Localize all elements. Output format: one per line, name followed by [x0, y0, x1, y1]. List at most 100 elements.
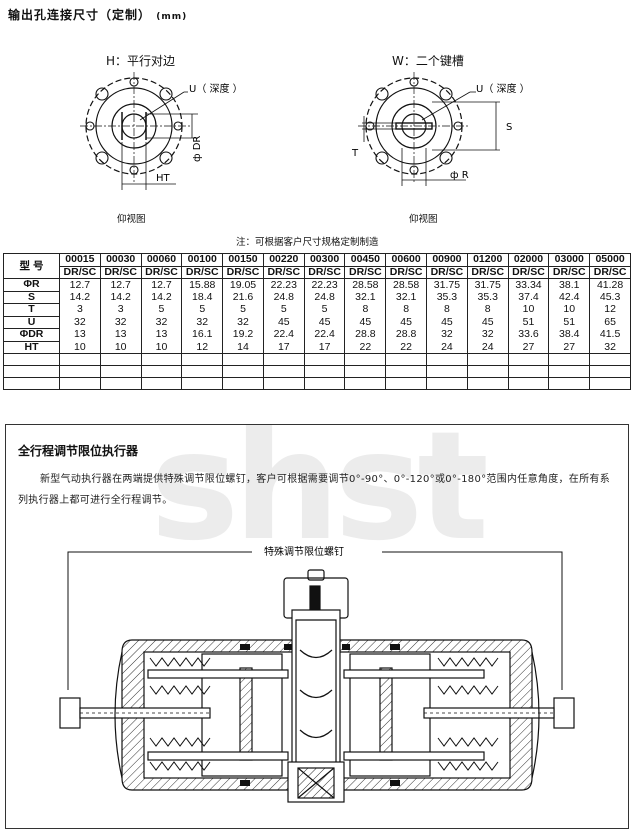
table-cell: 10 — [507, 303, 550, 316]
table-empty-cell — [507, 353, 550, 366]
table-empty-cell — [344, 365, 387, 378]
table-cell: 32 — [426, 328, 468, 341]
table-cell: 32 — [59, 316, 101, 329]
table-type-cell: DR/SC — [507, 265, 550, 279]
table-cell: 13 — [59, 328, 101, 341]
table-cell: 27 — [548, 341, 591, 354]
table-empty-cell — [59, 365, 101, 378]
table-empty-cell — [3, 353, 60, 366]
table-cell: 24 — [466, 341, 509, 354]
table-cell: 10 — [548, 303, 591, 316]
table-model-cell: 00450 — [344, 253, 387, 267]
table-model-cell: 01200 — [466, 253, 509, 267]
table-empty-cell — [507, 377, 550, 390]
left-caption: 仰视图 — [117, 214, 146, 225]
table-type-cell: DR/SC — [385, 265, 428, 279]
table-empty-cell — [589, 377, 631, 390]
table-empty-cell — [589, 353, 631, 366]
table-cell: 12.7 — [59, 278, 101, 291]
table-cell: 32.1 — [385, 291, 428, 304]
table-cell: 32.1 — [344, 291, 387, 304]
table-empty-cell — [59, 353, 101, 366]
table-empty-row — [3, 377, 631, 390]
table-cell: 17 — [262, 341, 305, 354]
custom-note: 注：可根据客户尺寸规格定制制造 — [236, 237, 379, 248]
table-empty-cell — [548, 377, 591, 390]
table-type-cell: DR/SC — [99, 265, 142, 279]
table-cell: 22.4 — [262, 328, 305, 341]
table-type-cell: DR/SC — [344, 265, 387, 279]
table-cell: 12 — [589, 303, 631, 316]
table-type-cell: DR/SC — [589, 265, 631, 279]
table-cell: 12.7 — [99, 278, 142, 291]
table-cell: 28.8 — [385, 328, 428, 341]
left-callout-text: U（ 深度 ） — [189, 82, 243, 95]
table-cell: 13 — [99, 328, 142, 341]
table-cell: 3 — [59, 303, 101, 316]
title-text: 输出孔连接尺寸（定制） — [8, 8, 152, 22]
table-cell: 38.4 — [548, 328, 591, 341]
table-empty-cell — [222, 365, 264, 378]
table-cell: 10 — [59, 341, 101, 354]
table-cell: 65 — [589, 316, 631, 329]
table-empty-cell — [222, 377, 264, 390]
table-empty-cell — [222, 353, 264, 366]
table-empty-cell — [262, 377, 305, 390]
table-cell: 22.23 — [262, 278, 305, 291]
table-empty-cell — [303, 365, 346, 378]
table-empty-cell — [181, 365, 224, 378]
table-cell: 51 — [548, 316, 591, 329]
table-empty-cell — [140, 353, 183, 366]
title-unit: (mm) — [156, 12, 188, 22]
table-empty-cell — [466, 365, 509, 378]
table-cell: 45 — [344, 316, 387, 329]
limit-screw-callout: 特殊调节限位螺钉 — [264, 545, 344, 558]
table-cell: 35.3 — [466, 291, 509, 304]
full-stroke-section — [5, 424, 629, 829]
table-cell: 8 — [426, 303, 468, 316]
table-cell: 5 — [303, 303, 346, 316]
table-cell: 15.88 — [181, 278, 224, 291]
table-cell: 32 — [222, 316, 264, 329]
table-empty-cell — [140, 365, 183, 378]
table-row-label: U — [3, 315, 60, 329]
table-empty-cell — [59, 377, 101, 390]
table-empty-row — [3, 353, 631, 366]
table-cell: 10 — [140, 341, 183, 354]
table-empty-cell — [99, 377, 142, 390]
right-callout-text: U（ 深度 ） — [476, 82, 530, 95]
table-type-cell: DR/SC — [222, 265, 264, 279]
table-cell: 31.75 — [466, 278, 509, 291]
table-empty-cell — [181, 353, 224, 366]
table-cell: 45 — [426, 316, 468, 329]
table-empty-cell — [181, 377, 224, 390]
table-cell: 32 — [589, 341, 631, 354]
table-cell: 22 — [344, 341, 387, 354]
table-cell: 8 — [466, 303, 509, 316]
table-cell: 18.4 — [181, 291, 224, 304]
table-empty-cell — [426, 353, 468, 366]
table-cell: 16.1 — [181, 328, 224, 341]
table-empty-cell — [548, 365, 591, 378]
table-cell: 32 — [140, 316, 183, 329]
table-cell: 24.8 — [262, 291, 305, 304]
table-row-label: ΦR — [3, 278, 60, 292]
table-cell: 24 — [426, 341, 468, 354]
table-cell: 45 — [303, 316, 346, 329]
table-empty-cell — [344, 353, 387, 366]
table-type-cell: DR/SC — [426, 265, 468, 279]
table-cell: 14 — [222, 341, 264, 354]
table-model-cell: 00300 — [303, 253, 346, 267]
table-cell: 8 — [385, 303, 428, 316]
table-model-cell: 02000 — [507, 253, 550, 267]
table-type-cell: DR/SC — [303, 265, 346, 279]
table-empty-cell — [303, 353, 346, 366]
table-type-cell: DR/SC — [59, 265, 101, 279]
section-title: 全行程调节限位执行器 — [18, 444, 139, 458]
table-empty-cell — [99, 353, 142, 366]
table-empty-cell — [589, 365, 631, 378]
